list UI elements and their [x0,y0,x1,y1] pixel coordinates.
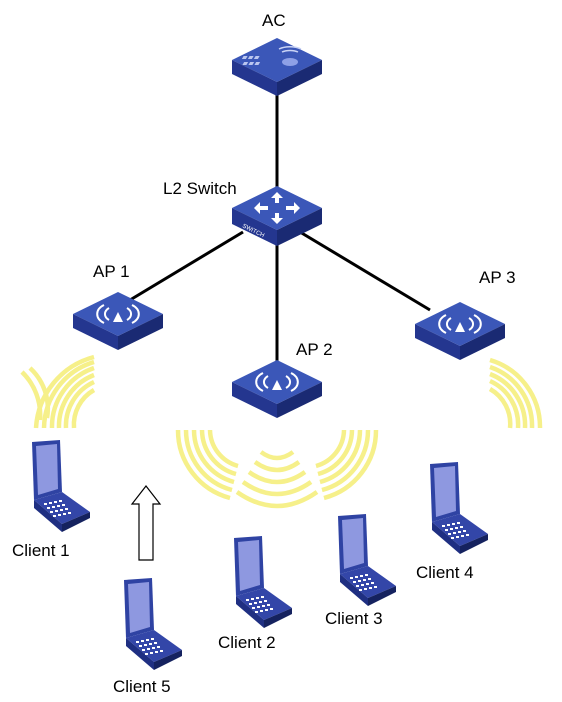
link-switch-ap1 [129,230,244,302]
network-links [129,90,431,366]
wireless-access-point-icon [96,304,140,324]
ap2-device [232,360,322,418]
ap2-wifi-waves-center [235,450,319,509]
ac-device [232,38,322,96]
ap3-label: AP 3 [479,268,516,287]
link-switch-ap3 [299,230,431,312]
client3-laptop-icon [338,514,396,606]
client4-laptop-icon [430,462,488,554]
wireless-access-point-icon [255,372,299,392]
switch-label: L2 Switch [163,179,237,198]
l2-switch-device: SWITCH [232,186,322,246]
switch-arrows-icon [254,192,300,224]
client2-label: Client 2 [218,633,276,652]
ap3-device [415,302,505,360]
ap1-wifi-waves [20,354,96,429]
ap1-label: AP 1 [93,262,130,281]
client4-label: Client 4 [416,563,474,582]
client1-laptop-icon [32,440,90,532]
wireless-access-point-icon [438,314,482,334]
wifi-waves [20,354,543,509]
client3-label: Client 3 [325,609,383,628]
ap3-wifi-waves [488,357,543,429]
ap2-wifi-waves-right [315,429,379,501]
client5-label: Client 5 [113,677,171,696]
ac-label: AC [262,11,286,30]
client1-label: Client 1 [12,541,70,560]
ap2-label: AP 2 [296,340,333,359]
ap1-device [73,292,163,350]
client2-laptop-icon [234,536,292,628]
client5-laptop-icon [124,578,182,670]
up-arrow-icon [130,485,162,561]
ap2-wifi-waves-left [175,429,239,501]
